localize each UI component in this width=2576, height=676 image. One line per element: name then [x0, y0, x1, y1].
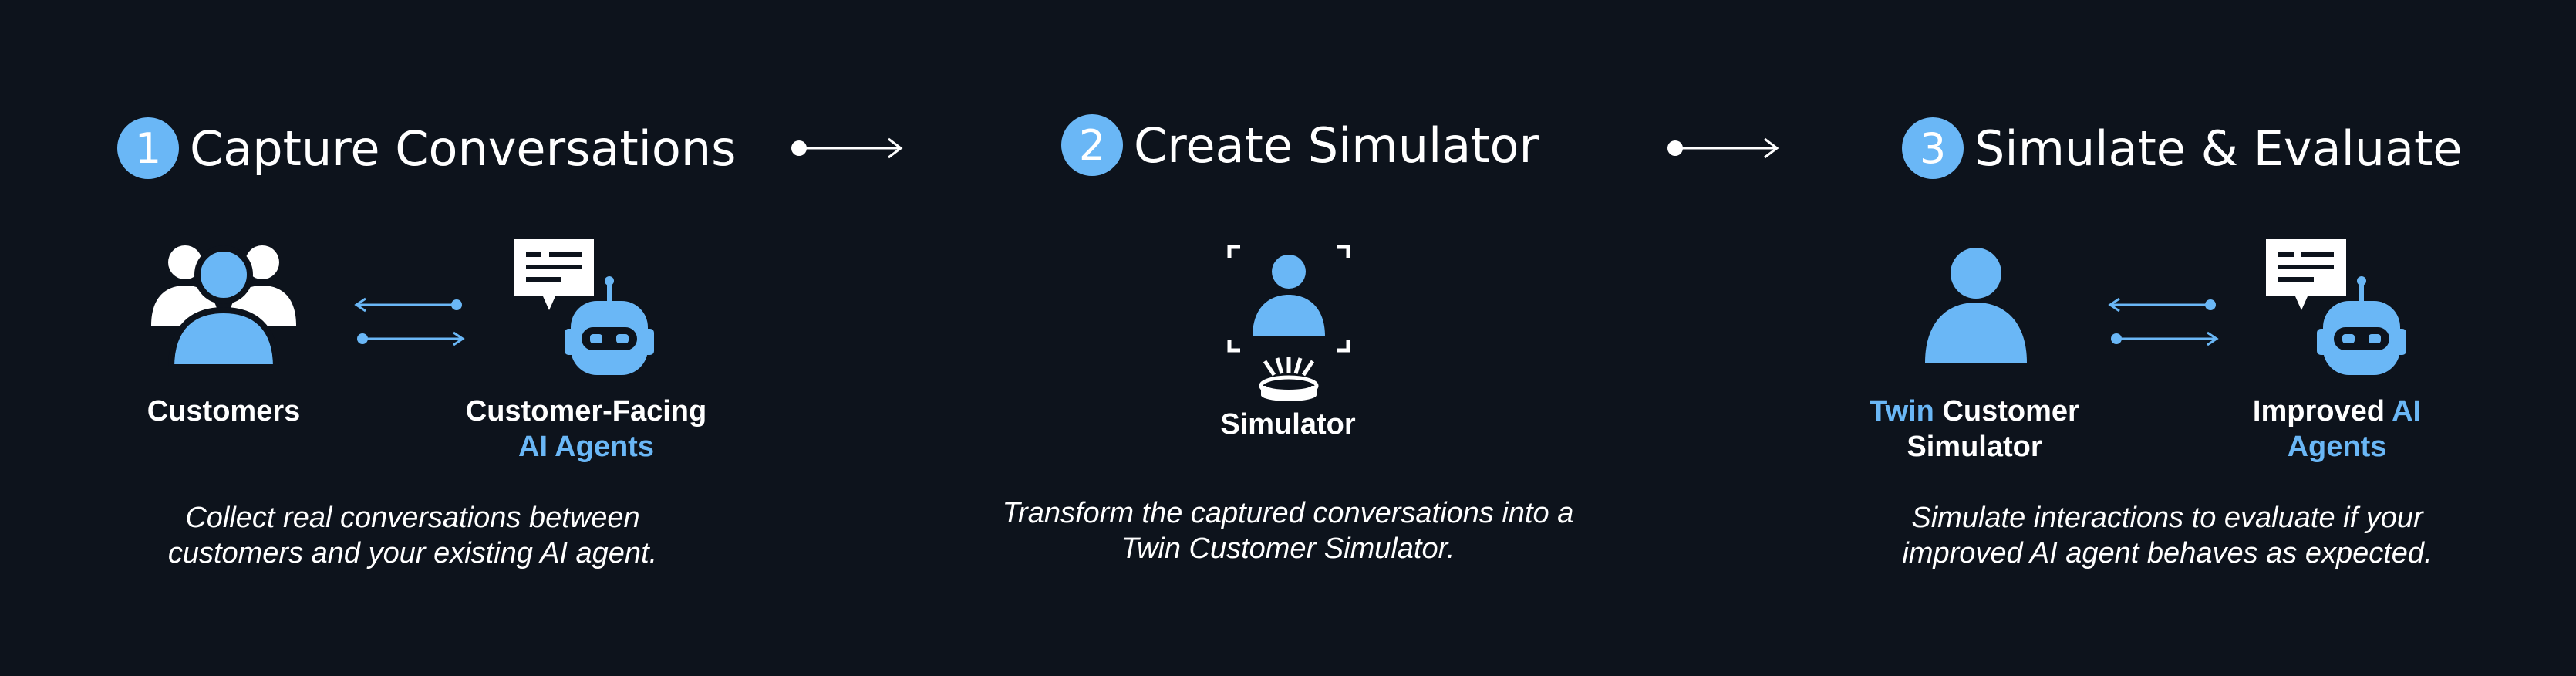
simulator-label: Simulator — [1220, 408, 1356, 441]
step-3-description: Simulate interactions to evaluate if you… — [1866, 500, 2468, 571]
improved-agents-label-line1: Improved AI — [2221, 394, 2453, 429]
step-2-description-line2: Twin Customer Simulator. — [1121, 532, 1455, 565]
customer-facing-label-line1: Customer-Facing — [465, 395, 707, 428]
customers-group-icon — [151, 245, 296, 369]
twin-highlight: Twin — [1870, 395, 1934, 428]
person-icon — [1925, 248, 2027, 363]
improved-word: Improved — [2252, 395, 2392, 428]
step-3-title: Simulate & Evaluate — [1974, 120, 2463, 177]
step-1-title: Capture Conversations — [190, 120, 737, 177]
flow-arrow-2 — [1667, 137, 1779, 159]
improved-agents-label-line2: Agents — [2287, 431, 2387, 463]
step-1-number-badge: 1 — [117, 117, 179, 179]
hologram-person-icon — [1227, 245, 1350, 401]
improved-agents-label: Improved AI Agents — [2221, 394, 2453, 465]
step-1-description: Collect real conversations between custo… — [123, 500, 702, 571]
customers-label: Customers — [147, 395, 301, 428]
step-2-header: 2 Create Simulator — [1061, 114, 1539, 176]
twin-customer-label-line2: Simulator — [1907, 431, 2042, 463]
customer-facing-agents-label: Customer-Facing AI Agents — [447, 394, 725, 465]
chat-robot-icon — [514, 239, 654, 375]
customer-facing-label-line2: AI Agents — [518, 431, 654, 463]
step-3-header: 3 Simulate & Evaluate — [1902, 117, 2463, 179]
step-2-description-line1: Transform the captured conversations int… — [1002, 497, 1574, 529]
flow-arrow-1 — [791, 137, 903, 159]
step-1-header: 1 Capture Conversations — [117, 117, 736, 179]
customer-word: Customer — [1934, 395, 2079, 428]
step-2-description: Transform the captured conversations int… — [964, 495, 1612, 566]
step-1-description-line2: customers and your existing AI agent. — [167, 537, 658, 570]
twin-customer-simulator-label: Twin Customer Simulator — [1851, 394, 2098, 465]
step-3-number-badge: 3 — [1902, 117, 1964, 179]
chat-robot-icon — [2266, 239, 2406, 375]
bidirectional-arrows-icon — [2108, 297, 2219, 346]
bidirectional-arrows-icon — [354, 297, 465, 346]
twin-customer-label-line1: Twin Customer — [1851, 394, 2098, 429]
step-3-description-line2: improved AI agent behaves as expected. — [1902, 537, 2433, 570]
step-1-description-line1: Collect real conversations between — [185, 502, 640, 534]
step-2-title: Create Simulator — [1134, 117, 1539, 174]
step-3-description-line1: Simulate interactions to evaluate if you… — [1911, 502, 2423, 534]
ai-highlight: AI — [2392, 395, 2422, 428]
step-2-number-badge: 2 — [1061, 114, 1123, 176]
